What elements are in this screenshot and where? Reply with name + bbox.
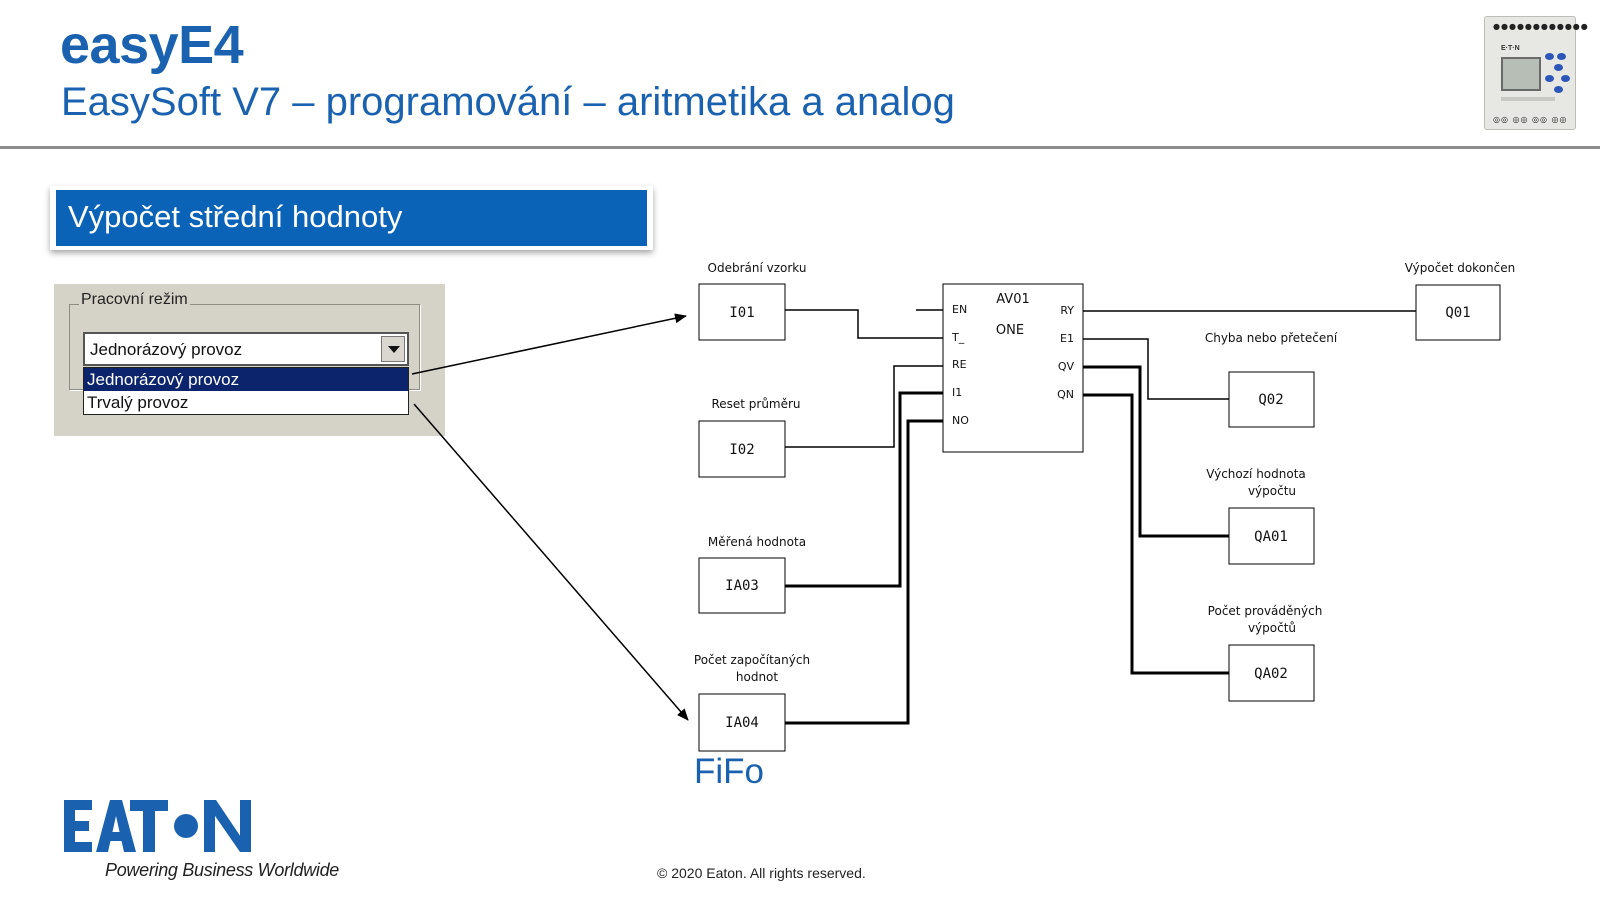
output-id-q02: Q02 [1258,392,1283,408]
output-label-qa02-line2: výpočtů [1248,621,1296,635]
output-label-q02: Chyba nebo přetečení [1205,331,1338,345]
mode-dropdown-list: Jednorázový provoz Trvalý provoz [83,367,409,415]
page-title: easyE4 [60,15,244,75]
wire-i01-t [785,309,943,339]
output-id-q01: Q01 [1445,305,1470,321]
mode-panel: Pracovní režim Jednorázový provoz Jednor… [54,284,445,436]
output-label-qa02-line1: Počet prováděných [1208,604,1323,618]
eaton-tagline: Powering Business Worldwide [105,860,340,880]
input-box-i02 [698,420,786,478]
input-id-i02: I02 [729,442,754,458]
input-id-i01: I01 [729,305,754,321]
output-label-qa01-line1: Výchozí hodnota [1206,467,1306,481]
chevron-down-icon [388,346,400,353]
section-heading-box: Výpočet střední hodnoty [50,186,653,250]
input-label-i02: Reset průměru [711,397,800,411]
output-label-qa01-line2: výpočtu [1248,484,1296,498]
mode-option-single[interactable]: Jednorázový provoz [84,368,408,391]
section-title: Výpočet střední hodnoty [56,190,647,246]
function-block-mode: ONE [996,323,1024,338]
input-box-ia04 [698,693,786,752]
output-id-qa02: QA02 [1254,666,1288,682]
device-bottom-terminals: ◎◎ ◎◎ ◎◎ ◎◎ [1493,115,1568,124]
pin-re: RE [952,358,967,371]
output-box-q01 [1415,284,1501,341]
pin-t: T_ [951,331,965,344]
wire-qv-qa01 [1083,365,1229,538]
pin-e1: E1 [1060,332,1074,345]
input-label-ia04-line1: Počet započítaných [694,653,810,667]
input-label-i01: Odebrání vzorku [708,261,807,275]
pin-ry: RY [1060,304,1074,317]
pin-i1: I1 [952,386,962,399]
device-key [1554,86,1563,93]
device-key [1561,75,1570,82]
wire-i02-re [785,365,943,448]
device-key [1545,53,1554,60]
arrow-single-mode [411,313,687,375]
output-label-q01: Výpočet dokončen [1405,261,1515,275]
pin-qn: QN [1057,388,1074,401]
wire-e1-q02 [1083,338,1229,400]
easye4-device-image: ●●●●●●●●●●●● E·T·N ◎◎ ◎◎ ◎◎ ◎◎ [1484,16,1588,130]
device-keypad [1545,51,1573,97]
device-key [1557,53,1566,60]
device-key [1554,64,1563,71]
pin-no: NO [952,414,969,427]
input-label-ia03: Měřená hodnota [708,535,806,549]
wire-ia04-no [785,419,943,725]
device-top-terminals: ●●●●●●●●●●●● [1493,22,1589,31]
pin-qv: QV [1058,360,1075,373]
function-block-name: AV01 [996,292,1030,307]
device-label-strip [1501,97,1555,101]
arrow-continuous-mode [413,403,689,721]
input-id-ia04: IA04 [725,715,759,731]
input-id-ia03: IA03 [725,578,759,594]
output-box-q02 [1228,371,1315,428]
dropdown-button[interactable] [381,336,405,362]
wire-qn-qa02 [1083,393,1229,675]
eaton-logo [64,800,251,852]
function-block-av01 [942,283,1084,453]
input-box-i01 [698,283,786,341]
wire-ia03-i1 [785,391,943,588]
pin-en: EN [952,303,967,316]
output-box-qa01 [1228,507,1315,565]
output-id-qa01: QA01 [1254,529,1288,545]
mode-legend: Pracovní režim [79,291,190,309]
input-label-ia04-line2: hodnot [736,670,779,684]
device-display [1501,57,1541,91]
device-brand: E·T·N [1501,45,1520,52]
title-divider [0,146,1600,149]
mode-combobox-value: Jednorázový provoz [90,340,243,359]
copyright: © 2020 Eaton. All rights reserved. [657,865,866,881]
fifo-label: FiFo [694,752,764,791]
mode-combobox[interactable]: Jednorázový provoz [83,332,409,366]
output-box-qa02 [1228,644,1315,702]
device-key [1545,75,1554,82]
mode-option-continuous[interactable]: Trvalý provoz [87,393,189,412]
page-subtitle: EasySoft V7 – programování – aritmetika … [61,80,955,124]
